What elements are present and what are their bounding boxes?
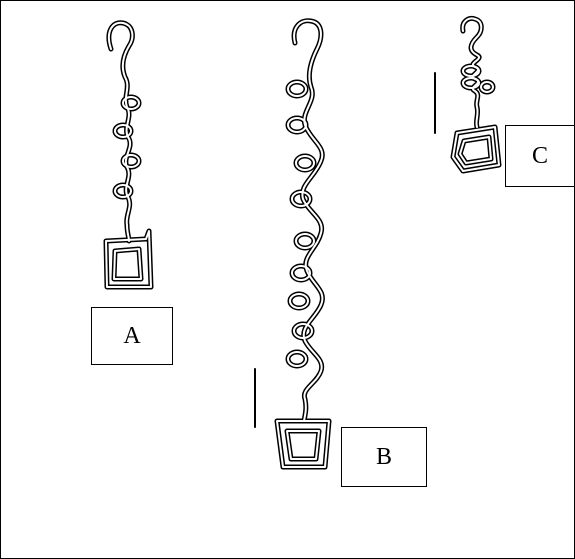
specimen-b <box>274 18 332 470</box>
label-c-text: C <box>531 142 548 169</box>
label-box-c: C <box>505 125 575 187</box>
label-a-text: A <box>123 322 141 349</box>
specimen-c <box>450 16 502 174</box>
label-box-a: A <box>91 307 173 365</box>
label-b-text: B <box>375 443 392 470</box>
label-box-b: B <box>341 427 427 487</box>
specimen-a <box>103 20 154 290</box>
